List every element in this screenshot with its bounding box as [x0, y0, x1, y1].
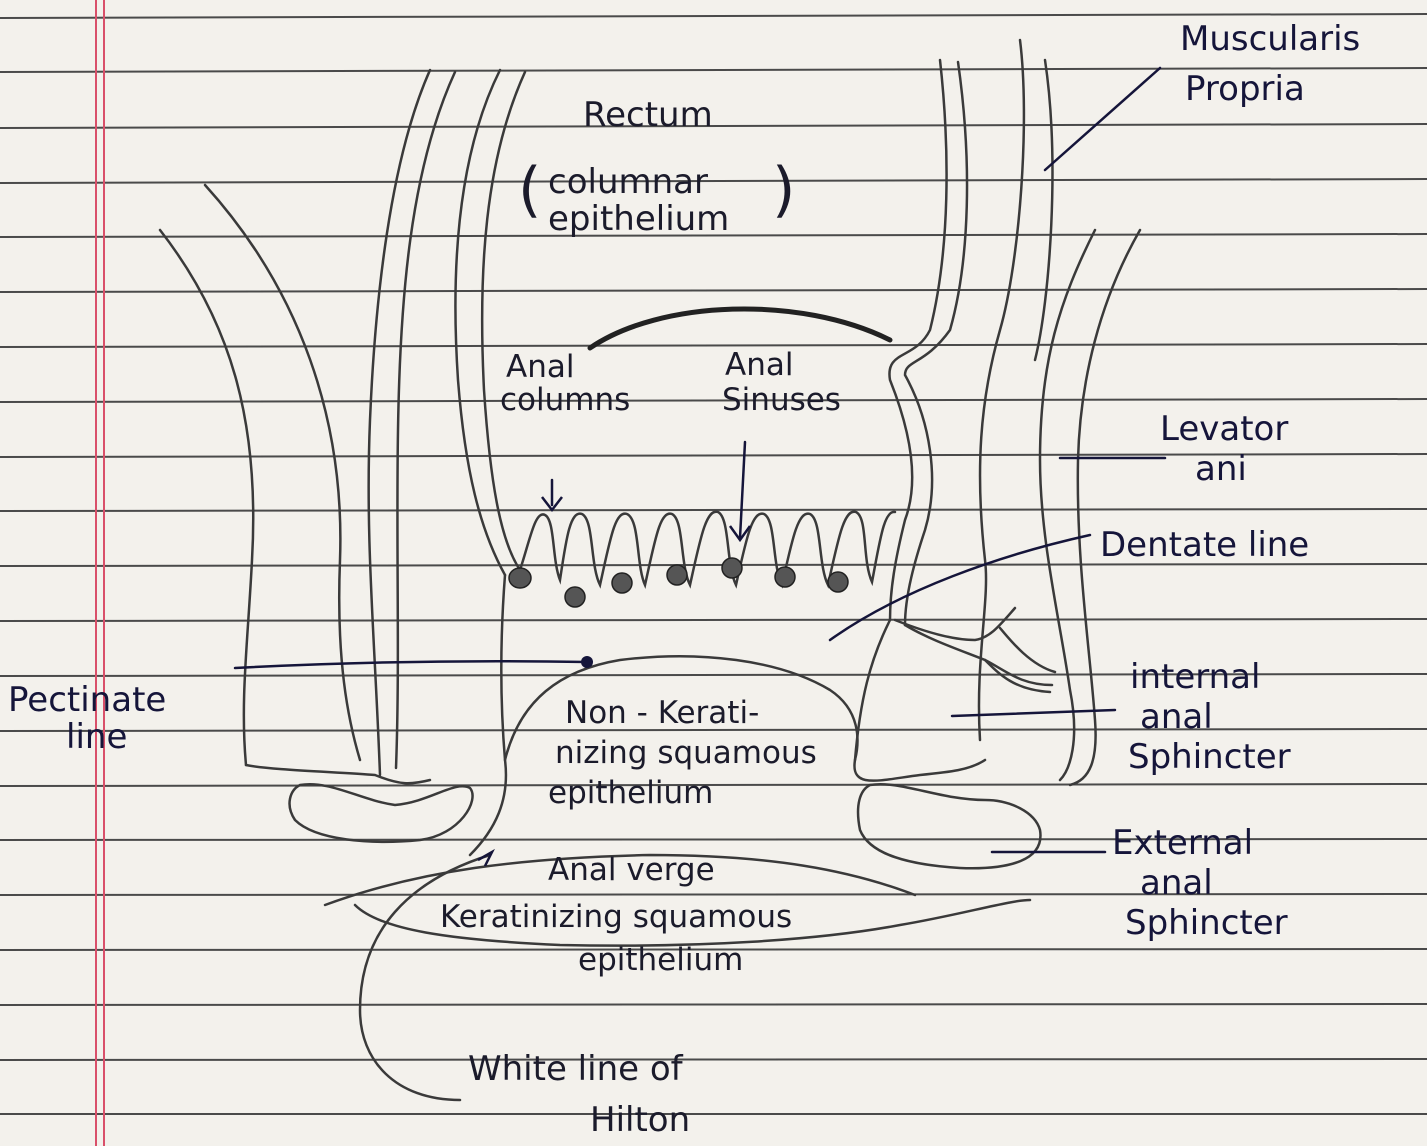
label-internal-sphincter: Sphincter	[1128, 740, 1291, 774]
label-columnar: columnar	[548, 165, 708, 199]
label-external-anal: anal	[1140, 866, 1213, 900]
label-anal-verge: Anal verge	[548, 855, 715, 886]
paren-close: )	[772, 160, 795, 220]
label-rectum: Rectum	[583, 98, 713, 132]
label-non-keratinizing-1: Non - Kerati-	[565, 698, 759, 729]
paren-open: (	[518, 160, 541, 220]
label-external: External	[1112, 826, 1253, 860]
label-keratinizing-1: Keratinizing squamous	[440, 902, 792, 933]
label-pectinate: Pectinate	[8, 683, 166, 717]
label-internal: internal	[1130, 660, 1260, 694]
label-dentate-line: Dentate line	[1100, 528, 1309, 562]
label-anal-sinuses-2: Sinuses	[722, 385, 841, 416]
label-propria: Propria	[1185, 72, 1305, 106]
label-external-sphincter: Sphincter	[1125, 906, 1288, 940]
label-line: line	[66, 720, 127, 754]
label-white-line: White line of	[468, 1052, 683, 1086]
label-internal-anal: anal	[1140, 700, 1213, 734]
label-non-keratinizing-3: epithelium	[548, 778, 713, 809]
label-levator: Levator	[1160, 412, 1288, 446]
label-hilton: Hilton	[590, 1103, 690, 1137]
label-anal-columns-1: Anal	[506, 352, 574, 383]
label-non-keratinizing-2: nizing squamous	[555, 738, 817, 769]
label-keratinizing-2: epithelium	[578, 945, 743, 976]
margin-lines	[96, 0, 104, 1146]
label-epithelium-rectum: epithelium	[548, 202, 729, 236]
label-muscularis: Muscularis	[1180, 22, 1360, 56]
label-anal-columns-2: columns	[500, 385, 630, 416]
label-ani: ani	[1195, 452, 1247, 486]
pectinate-dot	[581, 656, 593, 668]
label-anal-sinuses-1: Anal	[725, 350, 793, 381]
